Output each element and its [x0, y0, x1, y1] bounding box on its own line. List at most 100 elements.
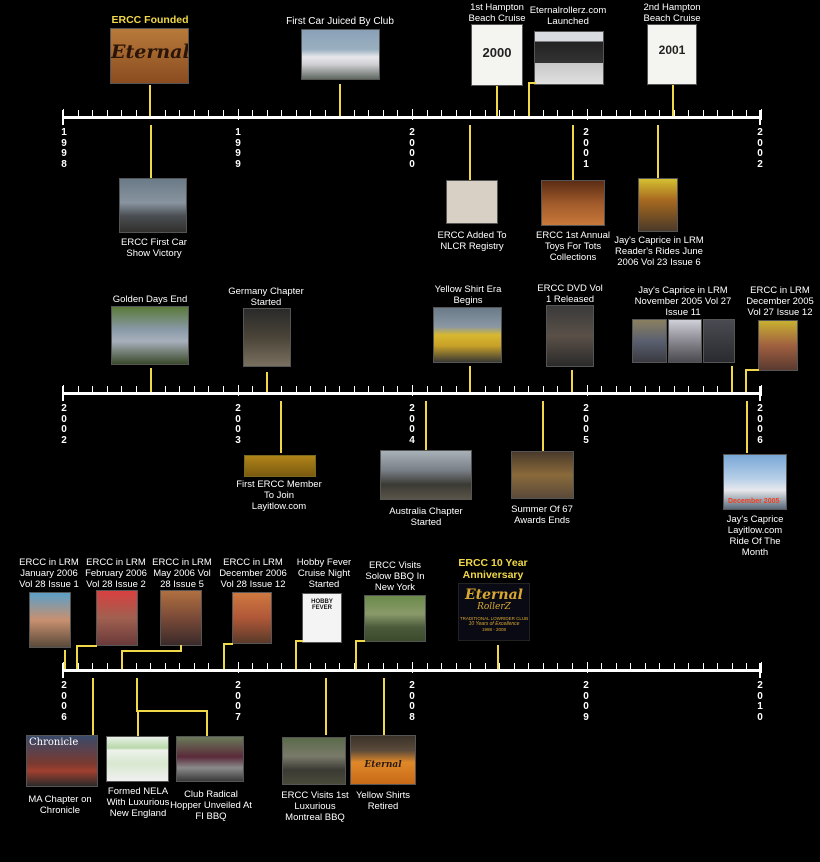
lrm-cover [668, 319, 702, 363]
connector [528, 82, 536, 84]
axis-tick [557, 386, 559, 395]
event-layitlow-member-label: First ERCC Member To Join Layitlow.com [236, 479, 322, 512]
event-lrm-nov05-label: Jay's Caprice in LRM November 2005 Vol 2… [634, 285, 732, 318]
year-label: 2 0 0 5 [583, 403, 589, 446]
trophies-photo [511, 451, 574, 499]
connector [295, 640, 297, 669]
axis-tick [644, 386, 646, 395]
axis-tick [368, 110, 370, 119]
connector [266, 372, 268, 392]
axis-cap [759, 110, 761, 125]
axis-tick [382, 110, 384, 119]
connector [137, 710, 139, 736]
nlcr-certificate [446, 180, 498, 224]
connector [469, 125, 471, 180]
axis-tick [761, 385, 762, 396]
event-lrm-dec05-label: ERCC in LRM December 2005 Vol 27 Issue 1… [746, 285, 814, 318]
event-founded-label: ERCC Founded [111, 14, 189, 26]
lrm-dec06-cover [232, 592, 272, 644]
connector [571, 370, 573, 392]
axis-tick [193, 110, 195, 119]
solow-bbq-photo [364, 595, 426, 642]
connector [528, 82, 530, 116]
event-lrm-may06-label: ERCC in LRM May 2006 Vol 28 Issue 5 [152, 557, 212, 590]
golden-days-car-photo [111, 306, 189, 365]
anniv-years: 10 Years of Excellence [468, 621, 520, 627]
axis-tick [731, 110, 733, 119]
event-site-launch-label: Eternalrollerz.com Launched [529, 5, 607, 27]
connector [150, 368, 152, 392]
dvd-cover [546, 305, 594, 367]
axis-tick [252, 110, 254, 119]
hampton-flyer-2001: 2001 [647, 24, 697, 85]
connector [121, 650, 182, 652]
axis-tick [586, 385, 588, 396]
rotm-tag: December 2005 [728, 498, 780, 505]
axis-tick [542, 663, 544, 672]
connector [121, 650, 123, 669]
axis-tick [615, 110, 617, 119]
connector [280, 401, 282, 453]
axis-tick [499, 663, 501, 672]
axis-tick [513, 386, 515, 395]
axis-tick [397, 663, 399, 672]
connector [425, 401, 427, 450]
first-show-photo [119, 178, 187, 233]
connector [92, 678, 94, 735]
axis-tick [193, 663, 195, 672]
axis-tick [63, 385, 64, 396]
axis-tick [528, 663, 530, 672]
axis-tick [164, 663, 166, 672]
yellow-shirts-group-photo [433, 307, 502, 363]
connector [657, 125, 659, 178]
connector [745, 369, 759, 371]
axis-tick [470, 110, 472, 119]
axis-tick [688, 386, 690, 395]
connector [542, 401, 544, 451]
axis-tick [339, 663, 341, 672]
axis-tick [630, 386, 632, 395]
lrm-jan06-cover [29, 592, 71, 648]
axis-tick [571, 110, 573, 119]
year-label: 2 0 0 7 [235, 680, 241, 723]
axis-tick [281, 110, 283, 119]
axis-tick [106, 110, 108, 119]
connector [76, 645, 78, 669]
axis-tick [121, 386, 123, 395]
axis-tick [659, 663, 661, 672]
nela-forum-screenshot [106, 736, 169, 782]
event-first-show-label: ERCC First Car Show Victory [121, 237, 187, 259]
axis-tick [455, 386, 457, 395]
axis-tick [382, 386, 384, 395]
flyer-year: 2001 [658, 43, 686, 57]
axis-tick [499, 110, 501, 119]
axis-tick [237, 662, 239, 673]
axis-tick [252, 663, 254, 672]
axis-tick [557, 663, 559, 672]
axis-tick [266, 110, 268, 119]
year-label: 1 9 9 8 [61, 127, 67, 170]
connector [223, 643, 225, 669]
axis-tick [586, 662, 588, 673]
eternal-logo-image: Eternal [110, 28, 189, 84]
axis-tick [222, 110, 224, 119]
axis-cap [759, 386, 761, 401]
connector [180, 645, 182, 652]
event-summer67-label: Summer Of 67 Awards Ends [511, 504, 573, 526]
axis-tick [397, 386, 399, 395]
axis-tick [542, 386, 544, 395]
axis-tick [92, 663, 94, 672]
axis-tick [761, 109, 762, 120]
anniv-range: 1998 - 2008 [481, 627, 507, 632]
shirt-logo: Eternal [364, 760, 402, 770]
connector [76, 645, 97, 647]
axis-tick [135, 663, 137, 672]
event-dvd-label: ERCC DVD Vol 1 Released [537, 283, 603, 305]
connector [497, 645, 499, 669]
axis-tick [426, 110, 428, 119]
axis-tick [455, 663, 457, 672]
connector [469, 366, 471, 392]
hampton-flyer-2000: 2000 [471, 24, 523, 86]
axis-tick [731, 663, 733, 672]
white-cadillac-photo [301, 29, 380, 80]
